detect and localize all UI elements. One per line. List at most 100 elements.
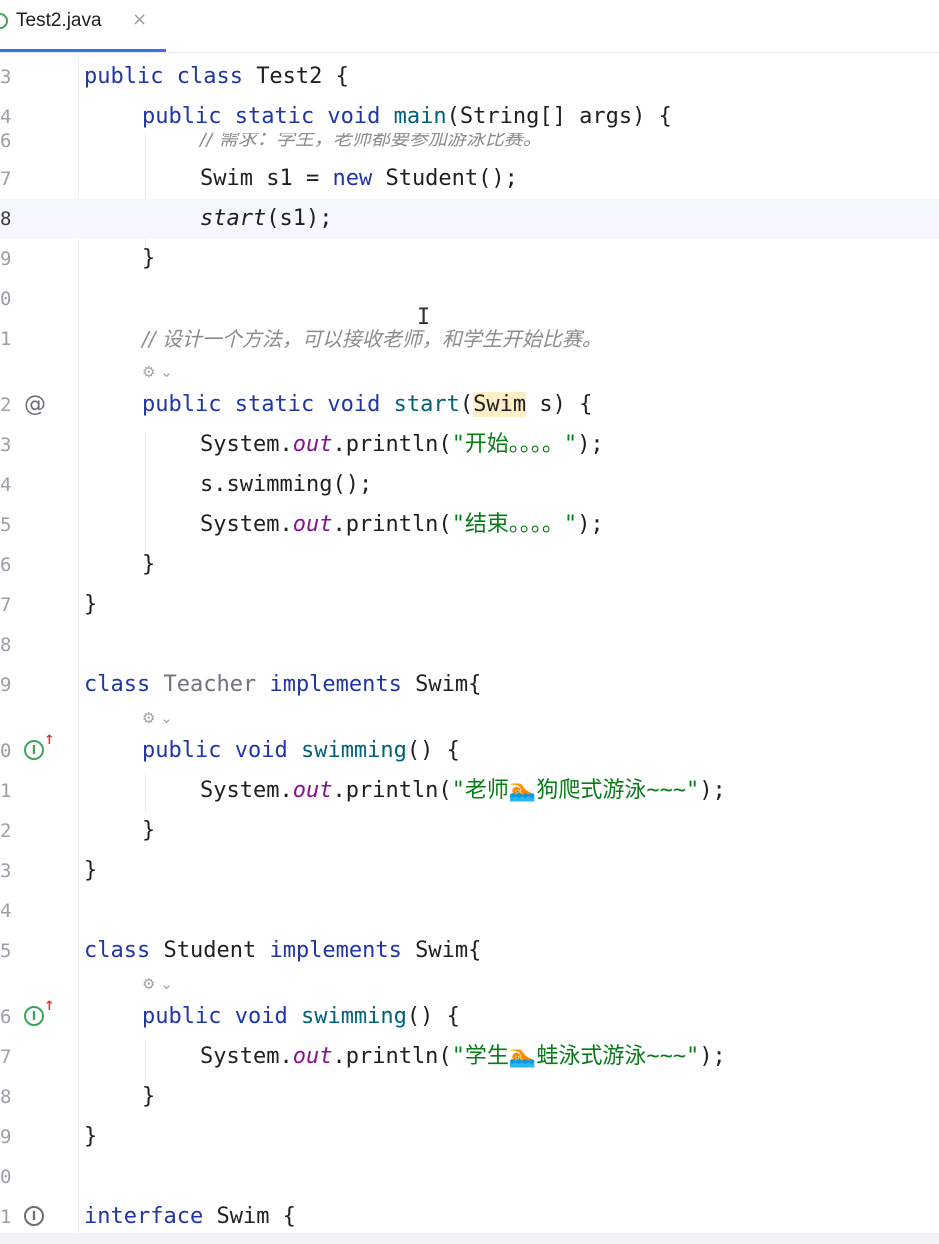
line-number: 8	[0, 634, 12, 656]
line-number: 7	[0, 594, 12, 616]
line-number: 5	[0, 940, 12, 962]
author-hint[interactable]: ⚙ ⌄	[142, 363, 173, 381]
line-number: 8	[0, 208, 12, 230]
implementing-methods-icon[interactable]: @	[24, 392, 46, 417]
bottom-status-strip	[0, 1233, 939, 1244]
line-number: 3	[0, 860, 12, 882]
code-line: 7 }	[0, 585, 939, 625]
code-text: (s1);	[266, 206, 333, 231]
line-number: 1	[0, 1206, 12, 1228]
java-file-icon	[0, 13, 8, 29]
string-literal: "开始。。。。"	[451, 432, 578, 457]
code-text: Swim{	[415, 672, 482, 697]
indent-guide	[145, 1039, 146, 1079]
code-line: 0	[0, 279, 939, 319]
indent-guide	[145, 133, 146, 253]
comment: // 需求：学生，老师都要参加游泳比赛。	[200, 133, 542, 150]
code-text: .println(	[332, 778, 452, 803]
code-line: 8 }	[0, 1077, 939, 1117]
code-line: 0 I↑ public void swimming() {	[0, 731, 939, 771]
code-text: );	[577, 512, 604, 537]
code-text: }	[142, 246, 156, 271]
code-text: () {	[406, 1004, 460, 1029]
comment: // 设计一个方法，可以接收老师，和学生开始比赛。	[142, 327, 602, 351]
static-field: out	[292, 512, 333, 537]
line-number: 0	[0, 288, 12, 310]
keyword: class	[84, 672, 164, 697]
tab-test2-java[interactable]: Test2.java ×	[0, 0, 166, 52]
author-hint[interactable]: ⚙ ⌄	[142, 975, 173, 993]
line-number: 9	[0, 248, 12, 270]
keyword: public static void	[142, 392, 394, 417]
code-text: }	[84, 858, 98, 883]
static-field: out	[292, 1044, 333, 1069]
line-number: 3	[0, 66, 12, 88]
method-name: swimming	[300, 1004, 407, 1029]
keyword: public static void	[142, 104, 394, 129]
implements-method-icon[interactable]: I↑	[24, 1000, 55, 1026]
line-number: 7	[0, 168, 12, 190]
code-line: 7 System.out.println("学生🏊蛙泳式游泳~~~");	[0, 1037, 939, 1077]
code-text: }	[142, 552, 156, 577]
code-line: 4	[0, 891, 939, 931]
code-line: 6 }	[0, 545, 939, 585]
method-name: start	[393, 392, 460, 417]
line-number: 2	[0, 820, 12, 842]
code-text: s) {	[526, 392, 593, 417]
line-number: 6	[0, 1006, 12, 1028]
method-name: swimming	[300, 738, 407, 763]
code-editor[interactable]: 3 public class Test2 { 4 public static v…	[0, 53, 939, 1233]
code-line: 0	[0, 1157, 939, 1197]
author-hint[interactable]: ⚙ ⌄	[142, 709, 173, 727]
code-line: 3 }	[0, 851, 939, 891]
code-text: System.	[200, 512, 293, 537]
code-text: System.	[200, 778, 293, 803]
implements-method-icon[interactable]: I↑	[24, 734, 55, 760]
keyword: public void	[142, 1004, 301, 1029]
code-text: () {	[406, 738, 460, 763]
code-text: }	[142, 818, 156, 843]
code-line: 4 s.swimming();	[0, 465, 939, 505]
code-line: 5 System.out.println("结束。。。。");	[0, 505, 939, 545]
line-number: 1	[0, 780, 12, 802]
code-text: .println(	[332, 512, 452, 537]
code-line: 7 Swim s1 = new Student();	[0, 159, 939, 199]
code-line: 2 }	[0, 811, 939, 851]
keyword: implements	[256, 938, 416, 963]
line-number: 4	[0, 900, 12, 922]
static-field: out	[292, 432, 333, 457]
class-name: Student	[163, 938, 257, 963]
line-number: 3	[0, 434, 12, 456]
code-line: 1 I interface Swim {	[0, 1197, 939, 1233]
keyword: class	[84, 938, 164, 963]
code-line: 1 // 设计一个方法，可以接收老师，和学生开始比赛。	[0, 319, 939, 359]
current-code-line: 8 start(s1);	[0, 199, 939, 239]
code-line: 8	[0, 625, 939, 665]
indent-guide	[145, 773, 146, 813]
override-arrow-icon: ↑	[44, 999, 55, 1014]
code-text: }	[142, 1084, 156, 1109]
interface-implementations-icon[interactable]: I	[24, 1206, 44, 1226]
keyword: public class	[84, 64, 257, 89]
code-line: 3 public class Test2 {	[0, 57, 939, 97]
keyword: new	[332, 166, 373, 191]
class-name: Teacher	[163, 672, 257, 697]
code-text: );	[699, 1044, 726, 1069]
code-text: Student();	[372, 166, 518, 191]
tab-label: Test2.java	[16, 10, 102, 31]
code-text: Swim s1 =	[200, 166, 333, 191]
indent-guide	[145, 433, 146, 553]
keyword: public void	[142, 738, 301, 763]
line-number: 4	[0, 106, 12, 128]
code-text: );	[577, 432, 604, 457]
close-icon[interactable]: ×	[132, 9, 148, 30]
code-text: System.	[200, 432, 293, 457]
code-text: .println(	[332, 1044, 452, 1069]
method-name: main	[393, 104, 447, 129]
code-line: 4 public static void main(String[] args)…	[0, 97, 939, 137]
code-text: Swim{	[415, 938, 482, 963]
code-line: 5 class Student implements Swim{	[0, 931, 939, 971]
line-number: 0	[0, 740, 12, 762]
keyword: interface	[84, 1204, 217, 1229]
code-line: 9 }	[0, 1117, 939, 1157]
